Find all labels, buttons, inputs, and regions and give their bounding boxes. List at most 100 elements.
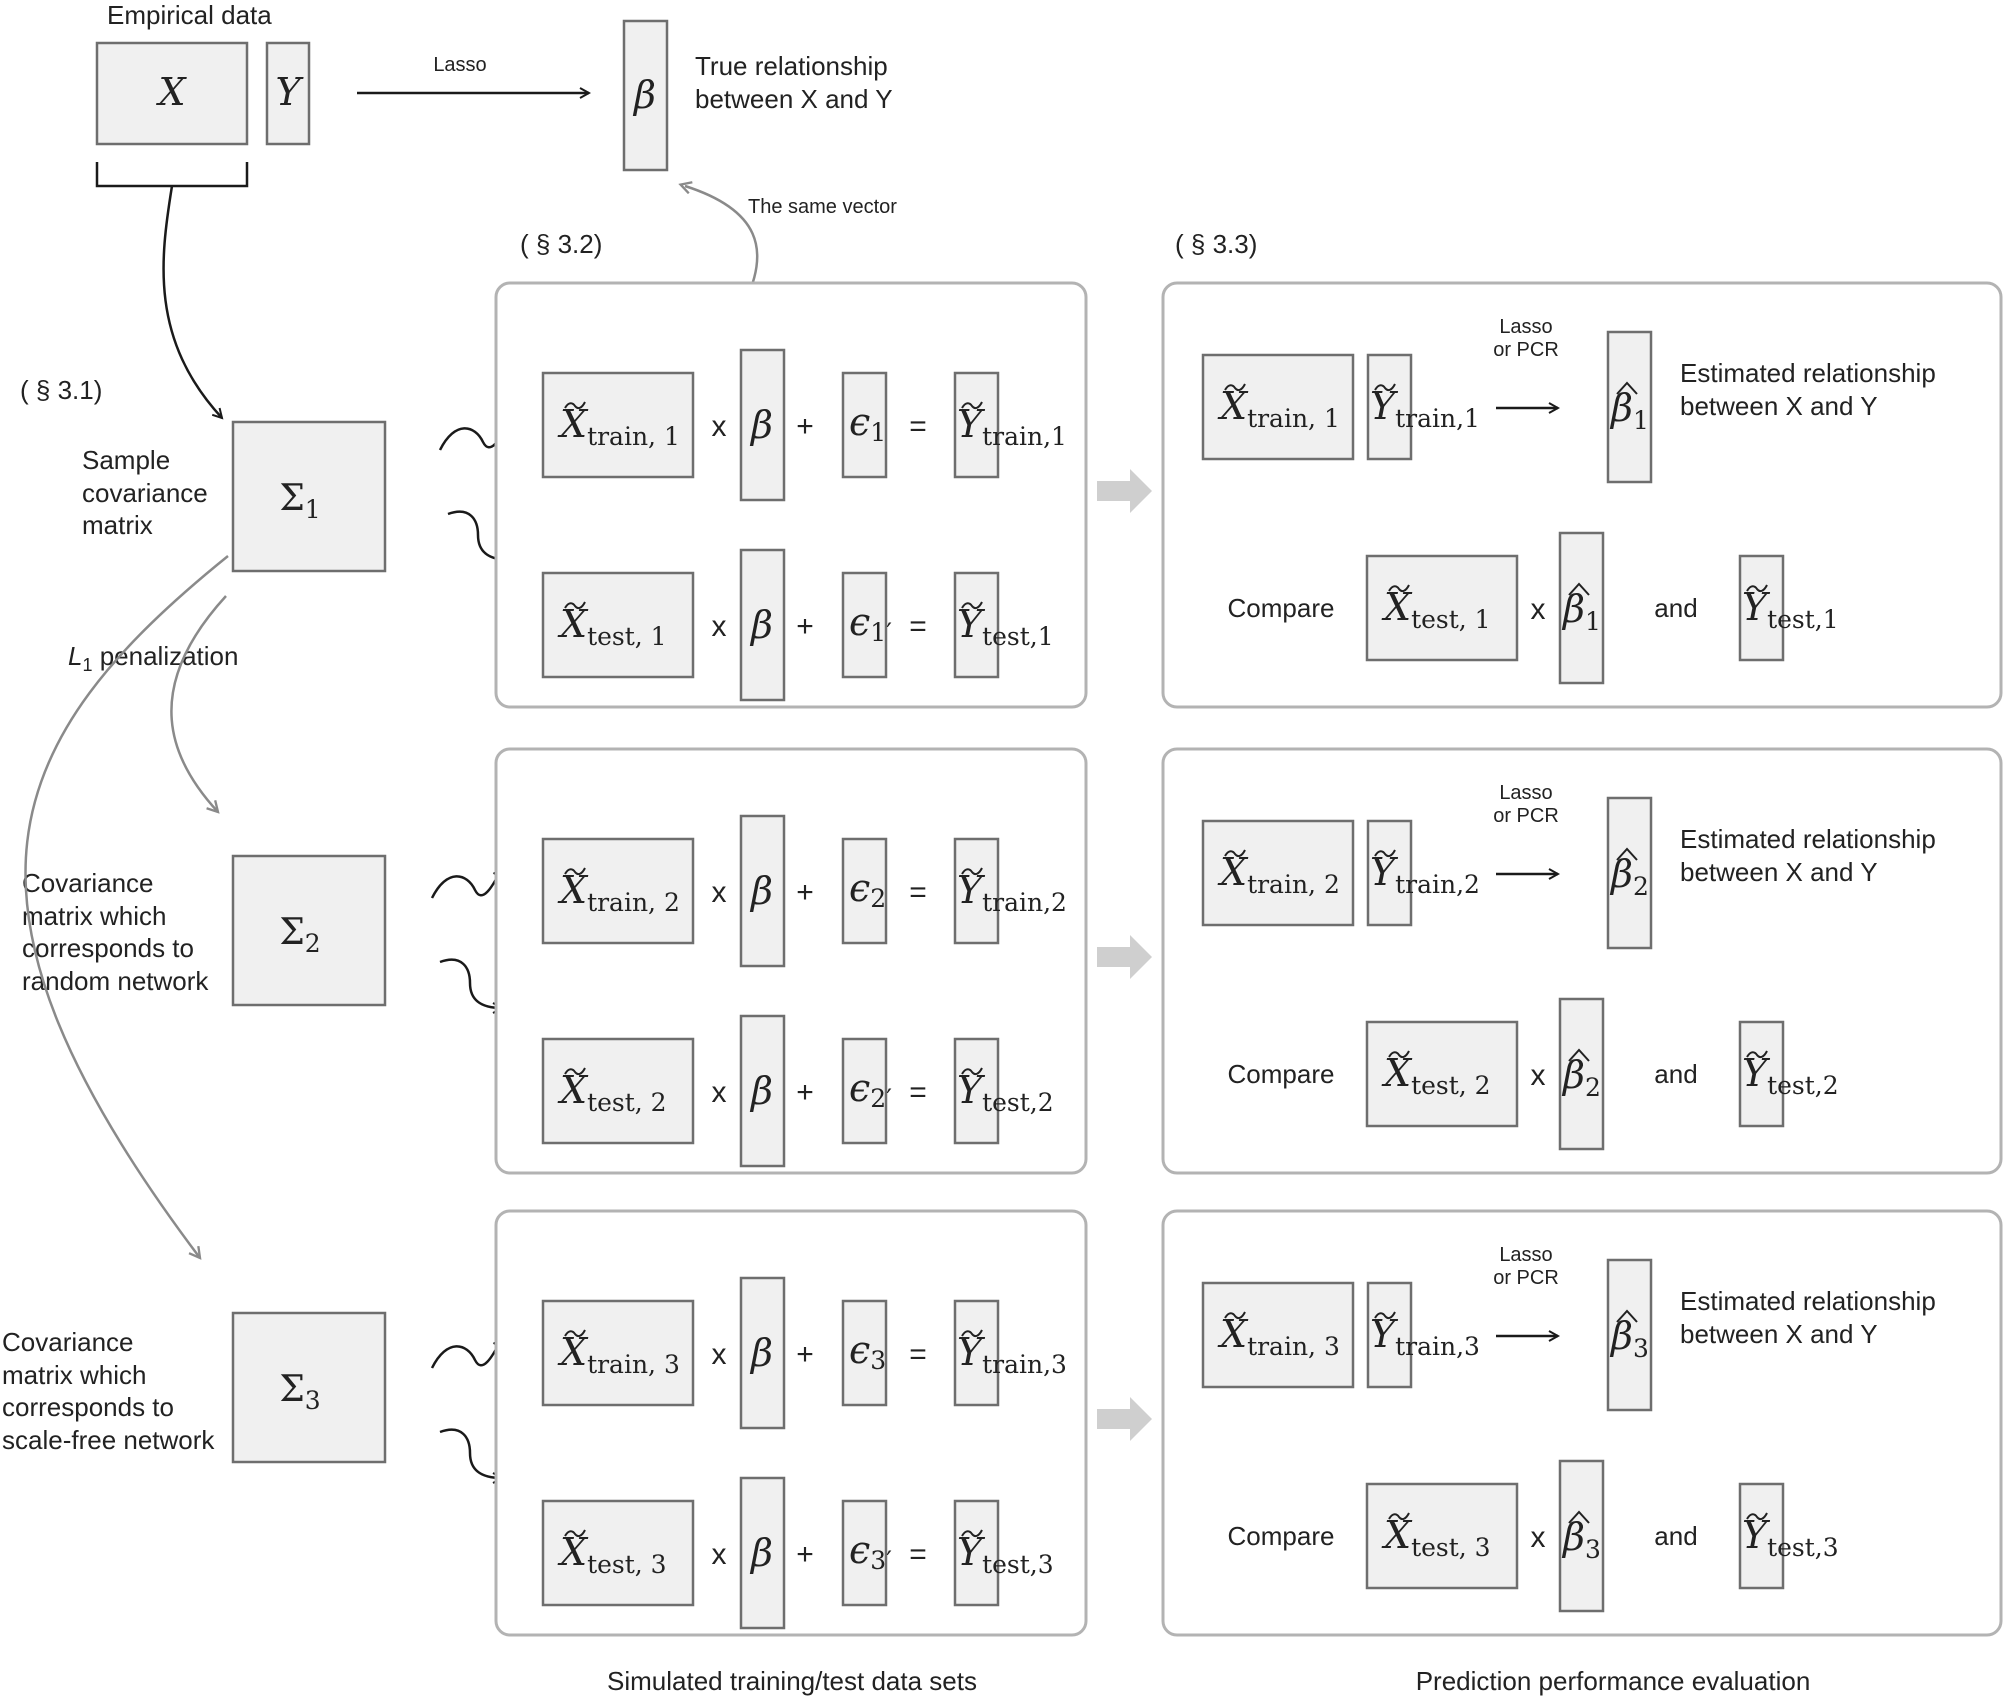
equals-test-3: =	[909, 1538, 927, 1571]
beta-test-2: β	[749, 1069, 773, 1113]
to-sigma3-arrow	[24, 555, 229, 1258]
compare-2: Compare	[1228, 1059, 1335, 1089]
x-train-box-1	[541, 371, 695, 479]
section-3-1: ( § 3.1)	[20, 375, 102, 405]
x-train-box-3	[541, 1299, 695, 1407]
y-test-1-tilde	[961, 601, 983, 610]
est-line1-2: Estimated relationship	[1680, 824, 1936, 854]
eval-x-test-3: Xtest, 3	[1381, 1513, 1491, 1562]
est-line1-3: Estimated relationship	[1680, 1286, 1936, 1316]
eval-y-test-3: Ytest,3	[1742, 1513, 1839, 1562]
eps-train-box-2	[841, 837, 888, 945]
true-relationship-line1: True relationship	[695, 51, 888, 81]
squiggle-train-2	[430, 868, 502, 899]
plus-train-2: +	[796, 876, 814, 909]
eval-x-train-2: Xtrain, 2	[1217, 850, 1340, 899]
squiggle-train-3	[430, 1338, 502, 1369]
beta-test-box-3	[739, 1476, 786, 1630]
times-train-1: x	[712, 410, 727, 443]
sample-cov-label: Sample covariance matrix	[82, 445, 208, 540]
y-test-3: Ytest,3	[957, 1530, 1054, 1579]
true-relationship-line2: between X and Y	[695, 84, 893, 114]
beta-hat-2-hat	[1616, 847, 1638, 861]
svg-text:corresponds to: corresponds to	[22, 933, 194, 963]
footer-simulated: Simulated training/test data sets	[607, 1666, 977, 1696]
eval-y-train-box-3	[1366, 1281, 1413, 1389]
est-line2-2: between X and Y	[1680, 857, 1878, 887]
eval-x-train-box-3	[1201, 1281, 1355, 1389]
equals-test-1: =	[909, 610, 927, 643]
beta-hat-2: β2	[1609, 852, 1649, 901]
eval-x-test-2-tilde	[1388, 1050, 1410, 1059]
x-test-box-2	[541, 1037, 695, 1145]
y-test-box-2	[953, 1037, 1000, 1145]
beta-hat-3: β3	[1609, 1314, 1649, 1363]
x-test-1-tilde	[564, 601, 586, 610]
y-symbol: Y	[275, 70, 304, 114]
y-train-3: Ytrain,3	[957, 1330, 1067, 1379]
x-train-3-tilde	[564, 1329, 586, 1338]
x-test-3: Xtest, 3	[557, 1530, 667, 1579]
x-test-2-tilde	[564, 1067, 586, 1076]
svg-text:corresponds to: corresponds to	[2, 1392, 174, 1422]
eval-x-test-1-tilde	[1388, 584, 1410, 593]
eps-test-box-1	[841, 571, 888, 679]
x-train-2: Xtrain, 2	[557, 868, 680, 917]
est-line2-1: between X and Y	[1680, 391, 1878, 421]
y-train-2-tilde	[961, 867, 983, 876]
and-3: and	[1654, 1521, 1697, 1551]
eval-beta-hat-1-hat	[1568, 582, 1590, 596]
eval-y-train-box-2	[1366, 819, 1413, 927]
eval-times-3: x	[1531, 1521, 1546, 1554]
eps-test-1: ϵ1′	[849, 600, 892, 647]
plus-train-3: +	[796, 1338, 814, 1371]
eval-y-train-2: Ytrain,2	[1370, 850, 1480, 899]
sigma1-box	[231, 420, 387, 573]
x-train-2-tilde	[564, 867, 586, 876]
eval-times-2: x	[1531, 1059, 1546, 1092]
eval-y-test-box-3	[1738, 1482, 1785, 1590]
compare-3: Compare	[1228, 1521, 1335, 1551]
beta-train-box-2	[739, 814, 786, 968]
y-train-box-1	[953, 371, 1000, 479]
beta-hat-box-3	[1606, 1258, 1653, 1412]
beta-train-2: β	[749, 869, 773, 913]
eval-beta-hat-box-3	[1558, 1459, 1605, 1613]
beta-train-1: β	[749, 403, 773, 447]
y-train-3-tilde	[961, 1329, 983, 1338]
scalefree-cov-label: Covariance matrix which corresponds to s…	[2, 1327, 215, 1455]
x-train-1-tilde	[564, 401, 586, 410]
svg-text:random network: random network	[22, 966, 209, 996]
y-test-2-tilde	[961, 1067, 983, 1076]
eval-x-test-box-3	[1365, 1482, 1519, 1590]
eval-beta-hat-2: β2	[1561, 1053, 1601, 1102]
x-train-3: Xtrain, 3	[557, 1330, 680, 1379]
est-line1-1: Estimated relationship	[1680, 358, 1936, 388]
sigma2-box	[231, 854, 387, 1007]
and-2: and	[1654, 1059, 1697, 1089]
eval-beta-hat-2-hat	[1568, 1048, 1590, 1062]
beta-hat-3-hat	[1616, 1309, 1638, 1323]
sigma3-box	[231, 1311, 387, 1464]
y-train-1-tilde	[961, 401, 983, 410]
y-train-1: Ytrain,1	[957, 402, 1067, 451]
x-symbol: X	[155, 70, 187, 114]
eval-y-test-2-tilde	[1746, 1050, 1768, 1059]
transition-arrow-1	[1097, 469, 1152, 513]
eps-train-box-3	[841, 1299, 888, 1407]
x-test-2: Xtest, 2	[557, 1068, 667, 1117]
true-beta-symbol: β	[632, 73, 656, 117]
y-train-2: Ytrain,2	[957, 868, 1067, 917]
beta-hat-1-hat	[1616, 381, 1638, 395]
eval-y-test-2: Ytest,2	[1742, 1051, 1839, 1100]
beta-train-box-1	[739, 348, 786, 502]
y-test-1: Ytest,1	[957, 602, 1054, 651]
eval-beta-hat-box-1	[1558, 531, 1605, 685]
eps-train-3: ϵ3	[849, 1328, 886, 1375]
plus-train-1: +	[796, 410, 814, 443]
equals-train-1: =	[909, 410, 927, 443]
lasso-pcr-2-2: or PCR	[1493, 805, 1559, 827]
